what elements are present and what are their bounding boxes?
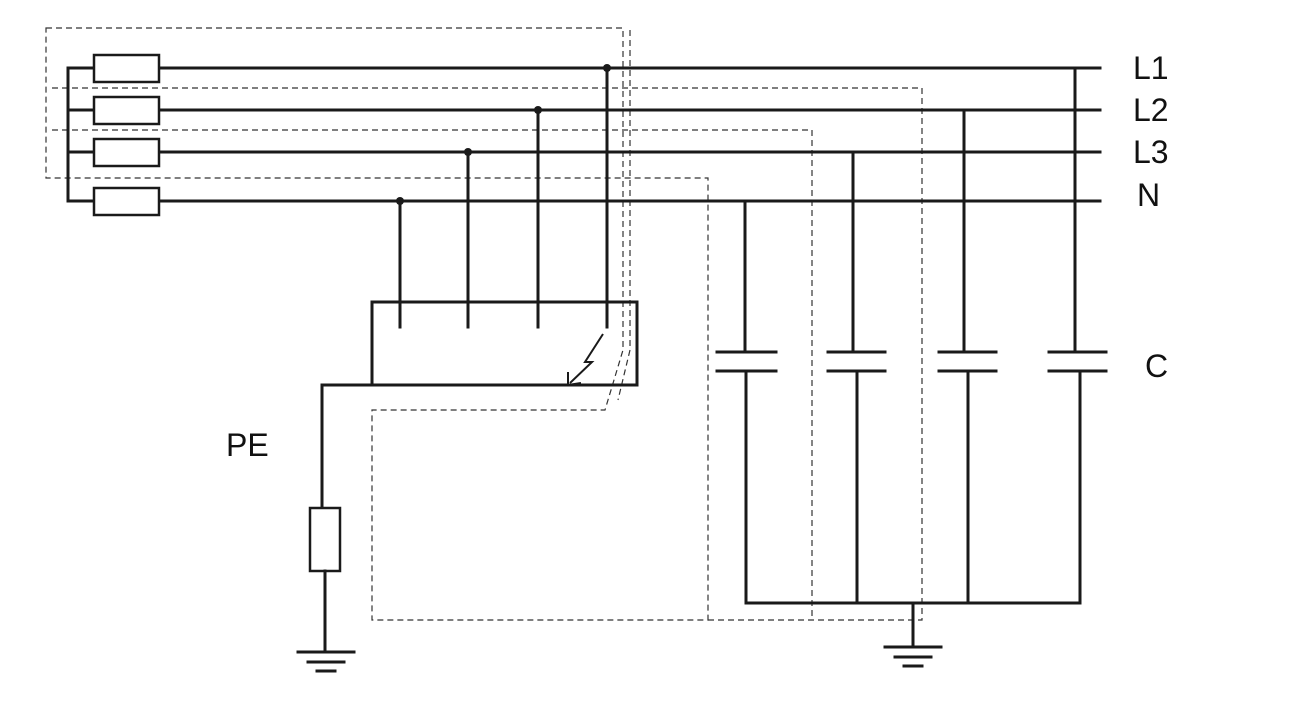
capacitor-n [715,199,778,605]
label-n: N [1137,177,1160,213]
fault-arrow-icon [569,333,604,384]
fault-arrowhead-icon [567,372,582,387]
fault-current-path-l3 [52,129,813,620]
label-l3: L3 [1133,134,1169,170]
junction-dot-l3 [464,148,472,156]
fault-current-path-l2 [52,87,923,621]
pe-resistor [308,506,342,573]
junction-dot-n [396,197,404,205]
source-resistor-l1 [92,53,161,84]
junction-dot-l2 [534,106,542,114]
capacitor-l1 [1047,66,1108,605]
label-l1: L1 [1133,50,1169,86]
capacitor-l2 [937,108,998,605]
fault-current-path-inner [617,30,631,401]
source-resistor-l2 [92,95,161,126]
source-resistor-l3 [92,137,161,168]
pe-conductor [320,383,374,510]
fault-current-path [45,27,709,621]
capacitor-l3 [826,150,887,605]
load-enclosure [370,300,639,387]
label-pe: PE [226,427,269,463]
source-resistor-n [92,186,161,217]
junction-dot-l1 [603,64,611,72]
label-l2: L2 [1133,92,1169,128]
label-c: C [1145,348,1168,384]
